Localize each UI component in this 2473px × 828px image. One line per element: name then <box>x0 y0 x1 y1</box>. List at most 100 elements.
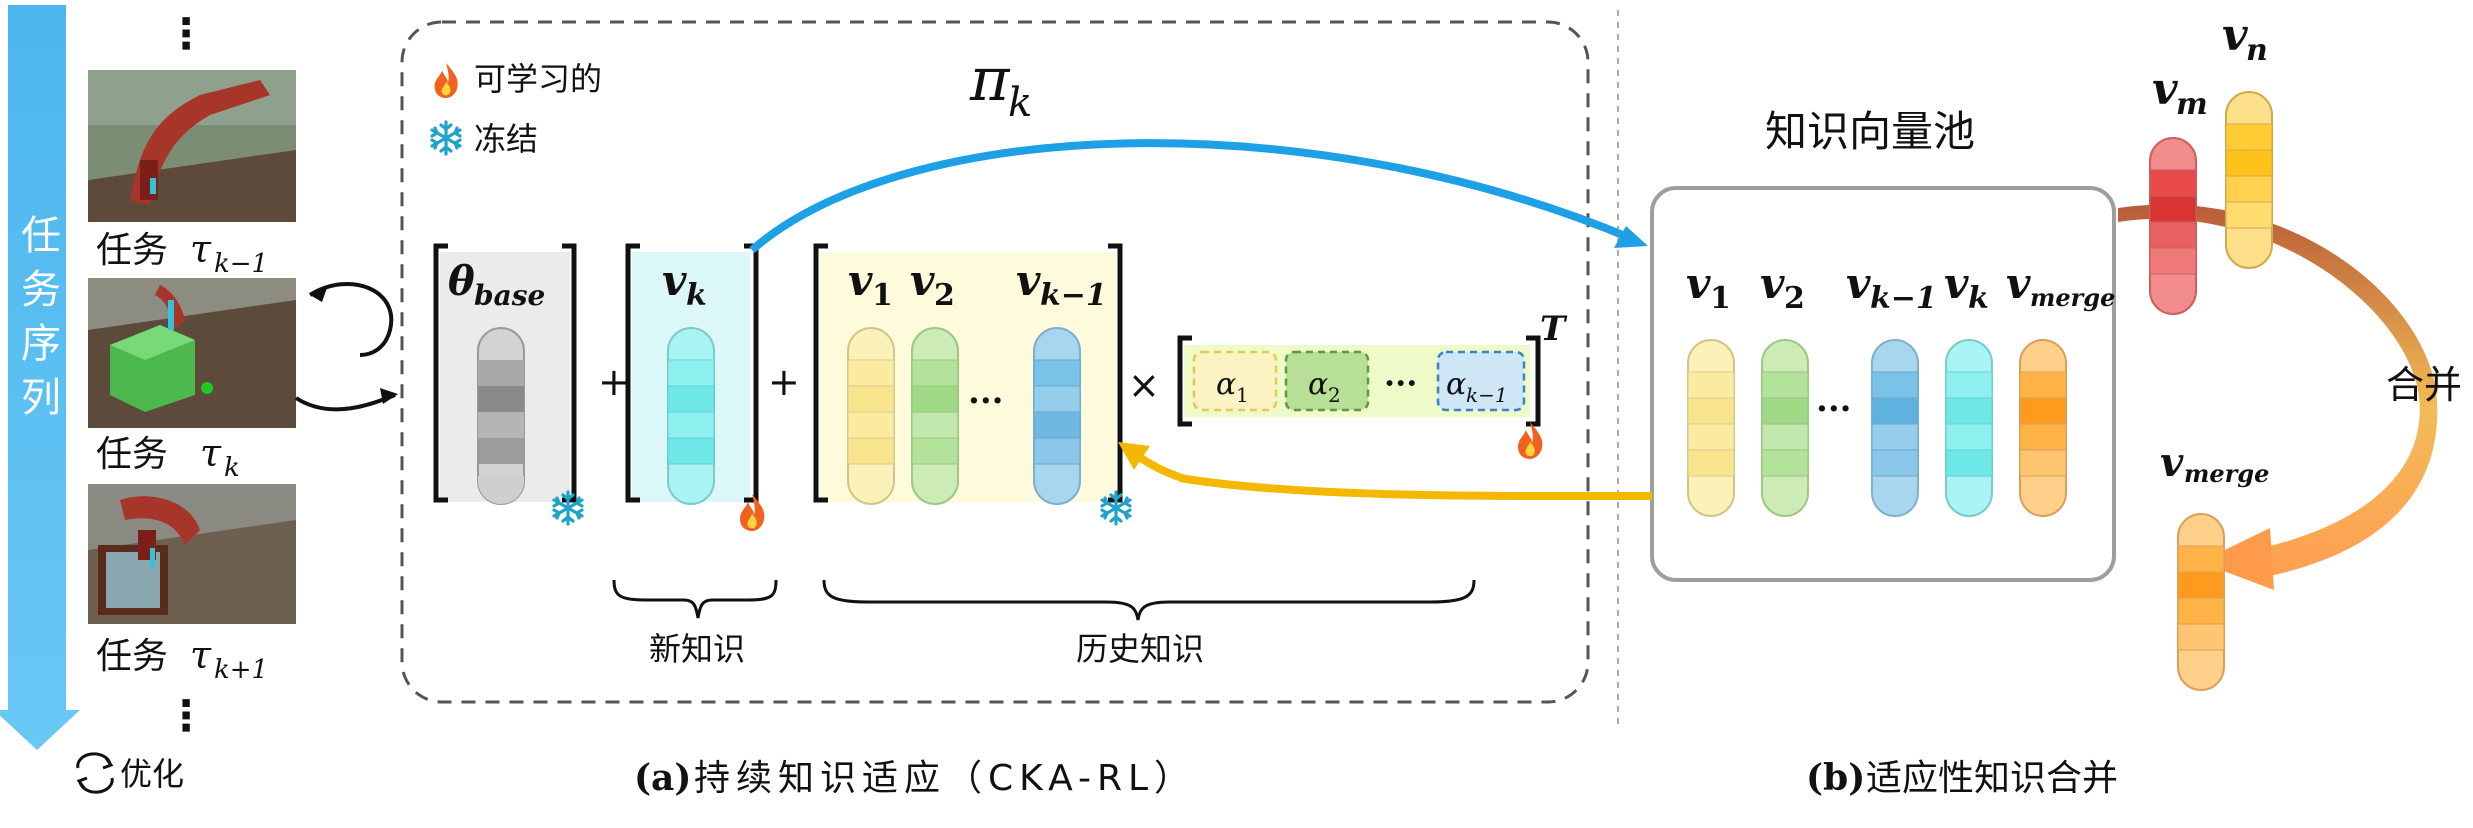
svg-text:τ: τ <box>190 227 212 271</box>
v2-vector <box>911 327 959 505</box>
svg-text:base: base <box>474 279 545 312</box>
legend-trainable: 可学习的 <box>434 60 602 99</box>
merge-label: 合并 <box>2386 363 2462 407</box>
svg-text:k−1: k−1 <box>1870 281 1937 316</box>
svg-text:v: v <box>2222 10 2248 61</box>
transpose-symbol: T <box>1540 309 1568 349</box>
v1-vector <box>847 327 895 505</box>
pool-vector-vmerge <box>2019 339 2067 517</box>
pool-vector-v1 <box>1687 339 1735 517</box>
merged-vector: v merge <box>2160 439 2269 691</box>
cycle-arrow-lower <box>294 393 396 412</box>
retrieve-arrow-orange <box>1179 474 1653 501</box>
store-arrow-blue <box>749 139 1632 254</box>
svg-text:k: k <box>1968 281 1989 316</box>
svg-text:α: α <box>1308 367 1328 402</box>
svg-text:v: v <box>848 256 873 305</box>
svg-text:任务: 任务 <box>96 636 168 677</box>
svg-text:k+1: k+1 <box>214 655 268 685</box>
theta-base-block: θ base <box>433 243 584 526</box>
svg-text:v: v <box>2006 259 2031 308</box>
svg-text:冻结: 冻结 <box>474 120 538 158</box>
svg-text:2: 2 <box>934 278 955 313</box>
fire-icon <box>1518 422 1543 459</box>
svg-text:k−1: k−1 <box>1040 278 1107 313</box>
svg-text:k: k <box>686 278 707 313</box>
svg-text:任务: 任务 <box>96 230 168 271</box>
history-knowledge-label: 历史知识 <box>1076 630 1204 668</box>
pool-title: 知识向量池 <box>1765 107 1975 156</box>
svg-text:持续知识适应（CKA-RL）: 持续知识适应（CKA-RL） <box>694 758 1196 799</box>
svg-text:θ: θ <box>448 258 475 305</box>
svg-text:1: 1 <box>872 278 893 313</box>
svg-text:n: n <box>2246 33 2268 68</box>
svg-text:v: v <box>2152 64 2178 115</box>
pool-vector-vkm1 <box>1871 339 1919 517</box>
svg-text:τ: τ <box>190 633 212 677</box>
vn-vector: v n <box>2222 10 2273 269</box>
svg-text:2: 2 <box>1784 281 1805 316</box>
vk-vector <box>667 327 715 505</box>
pool-vector-vk <box>1945 339 1993 517</box>
new-knowledge-brace <box>612 579 778 619</box>
svg-text:v: v <box>1760 259 1785 308</box>
history-knowledge-brace <box>822 579 1476 621</box>
svg-text:任务: 任务 <box>96 434 168 475</box>
task-image-k-plus-1 <box>88 484 296 624</box>
svg-text:k: k <box>1008 80 1032 126</box>
retrieve-arrow-orange-head <box>1118 442 1150 470</box>
history-vectors-block: v 1 v 2 v k−1 ··· <box>813 243 1132 526</box>
svg-text:v: v <box>1016 256 1041 305</box>
legend-frozen: 冻结 <box>430 120 538 158</box>
svg-text:v: v <box>910 256 935 305</box>
snowflake-icon <box>430 120 462 156</box>
pool-vector-v2 <box>1761 339 1809 517</box>
task-label-k-plus-1: 任务 τ k+1 <box>96 633 268 685</box>
svg-text:(a): (a) <box>634 757 691 799</box>
svg-text:适应性知识合并: 适应性知识合并 <box>1866 758 2118 799</box>
svg-text:m: m <box>2176 87 2208 122</box>
svg-text:π: π <box>969 45 1011 115</box>
svg-text:v: v <box>662 256 687 305</box>
store-arrow-blue-head <box>1614 226 1648 248</box>
vk-block: v k <box>625 243 765 531</box>
svg-text:v: v <box>2160 439 2184 486</box>
svg-text:可学习的: 可学习的 <box>474 60 602 98</box>
fire-icon <box>434 62 458 99</box>
panel-a-frame <box>400 20 1590 704</box>
svg-text:α: α <box>1446 367 1466 402</box>
cycle-arrow-upper <box>308 282 394 357</box>
new-knowledge-label: 新知识 <box>649 630 745 668</box>
vkm1-vector <box>1033 327 1081 505</box>
svg-text:1: 1 <box>1236 383 1249 407</box>
svg-text:merge: merge <box>2184 459 2269 488</box>
svg-text:···: ··· <box>1384 364 1417 402</box>
svg-text:v: v <box>1846 259 1871 308</box>
svg-text:1: 1 <box>1710 281 1731 316</box>
plus-sign-1: + <box>598 360 630 404</box>
merge-swoosh-head <box>2200 528 2274 590</box>
caption-b: (b) 适应性知识合并 <box>1806 757 2118 799</box>
top-dots: ⋮ <box>165 9 207 58</box>
plus-sign-2: + <box>768 360 800 404</box>
task-image-k-minus-1 <box>88 70 296 222</box>
timeline-label: 任务序列 <box>14 214 61 430</box>
policy-symbol: π k <box>969 45 1032 126</box>
theta-vector <box>477 327 525 505</box>
alpha-coefficient-vector: α 1 α 2 ··· α k−1 T <box>1177 309 1568 459</box>
task-sequence-arrow: 任务序列 <box>0 5 80 750</box>
caption-a: (a) 持续知识适应（CKA-RL） <box>634 757 1196 799</box>
pool-ellipsis: ··· <box>1816 389 1852 429</box>
knowledge-pool-box <box>1650 186 2116 582</box>
svg-text:τ: τ <box>200 431 222 475</box>
svg-text:k−1: k−1 <box>1466 383 1508 407</box>
bottom-dots: ⋮ <box>165 691 207 740</box>
task-image-k <box>88 278 296 428</box>
svg-text:k: k <box>224 453 240 483</box>
svg-text:α: α <box>1216 367 1236 402</box>
refresh-cycle-icon <box>76 752 114 794</box>
svg-text:merge: merge <box>2030 283 2115 312</box>
svg-text:(b): (b) <box>1806 757 1865 799</box>
